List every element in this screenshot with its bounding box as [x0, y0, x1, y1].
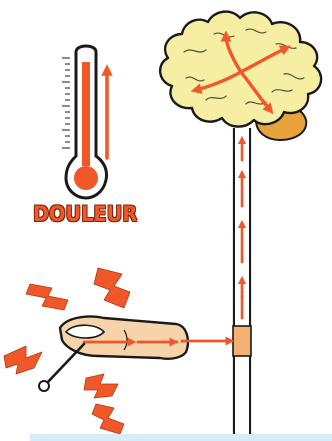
lightning-bolt-icon: [92, 404, 124, 434]
finger-signal-arrows: [84, 341, 230, 342]
synapse-segment: [233, 326, 251, 356]
lightning-bolt-icon: [4, 346, 42, 374]
thermometer-scale: [62, 58, 70, 148]
pain-label: DOULEUR: [33, 202, 137, 226]
spinal-cord-icon: [233, 128, 251, 436]
lightning-bolt-icon: [94, 268, 130, 308]
finger-icon: [60, 316, 230, 358]
thermometer-icon: [62, 46, 107, 198]
brain-icon: [160, 12, 321, 140]
lightning-bolt-icon: [26, 284, 68, 310]
needle-icon: [39, 344, 84, 391]
bottom-strip: [30, 434, 332, 441]
lightning-bolt-icon: [84, 374, 118, 398]
